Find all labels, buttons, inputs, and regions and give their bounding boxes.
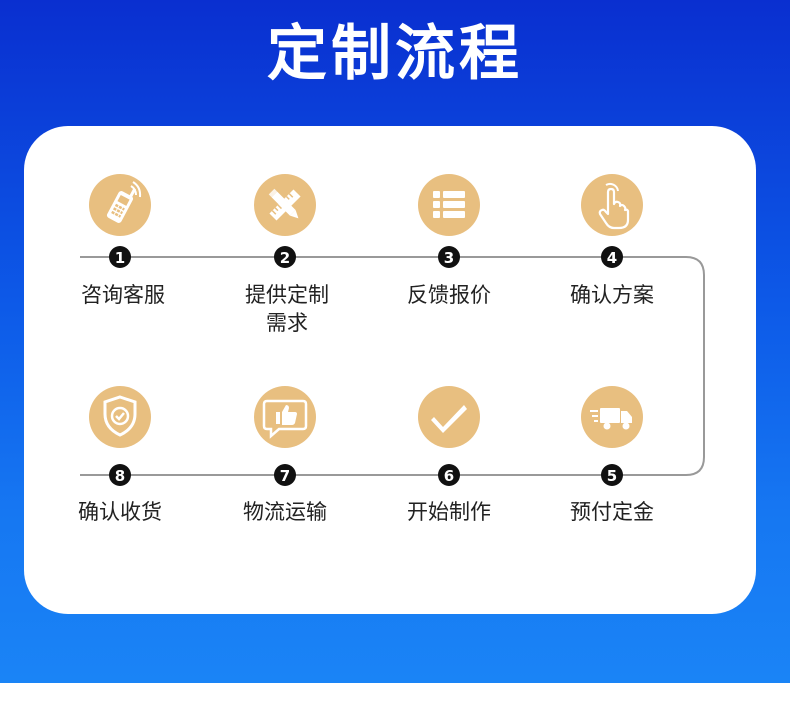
svg-text:6: 6 xyxy=(444,467,454,485)
step-marker-5: 5 xyxy=(601,464,623,486)
step-marker-8: 8 xyxy=(109,464,131,486)
step-markers: 1 2 3 4 5 6 7 8 xyxy=(109,246,623,486)
pencil-ruler-icon xyxy=(254,174,316,236)
page-title: 定制流程 xyxy=(267,19,523,89)
step-label-6: 开始制作 xyxy=(407,500,491,524)
svg-text:4: 4 xyxy=(607,249,617,267)
shield-check-icon xyxy=(89,386,151,448)
svg-text:7: 7 xyxy=(280,467,290,485)
step-label-7: 物流运输 xyxy=(243,500,327,524)
list-icon xyxy=(418,174,480,236)
step-label-3: 反馈报价 xyxy=(407,283,491,307)
step-marker-3: 3 xyxy=(438,246,460,268)
svg-text:3: 3 xyxy=(444,249,454,267)
step-marker-7: 7 xyxy=(274,464,296,486)
svg-text:5: 5 xyxy=(607,467,617,485)
svg-text:2: 2 xyxy=(280,249,290,267)
step-label-4: 确认方案 xyxy=(570,283,654,307)
phone-icon xyxy=(89,174,151,236)
checkmark-icon xyxy=(418,386,480,448)
step-label-8: 确认收货 xyxy=(78,500,162,524)
step-label-2: 提供定制需求 xyxy=(245,283,329,335)
svg-text:8: 8 xyxy=(115,467,125,485)
thumbs-up-chat-icon xyxy=(254,386,316,448)
step-marker-2: 2 xyxy=(274,246,296,268)
step-label-1: 咨询客服 xyxy=(81,283,165,307)
step-marker-4: 4 xyxy=(601,246,623,268)
step-marker-6: 6 xyxy=(438,464,460,486)
svg-text:1: 1 xyxy=(115,249,125,267)
delivery-truck-icon xyxy=(581,386,643,448)
step-label-5: 预付定金 xyxy=(570,500,654,524)
hand-pointer-icon xyxy=(581,174,643,236)
step-marker-1: 1 xyxy=(109,246,131,268)
